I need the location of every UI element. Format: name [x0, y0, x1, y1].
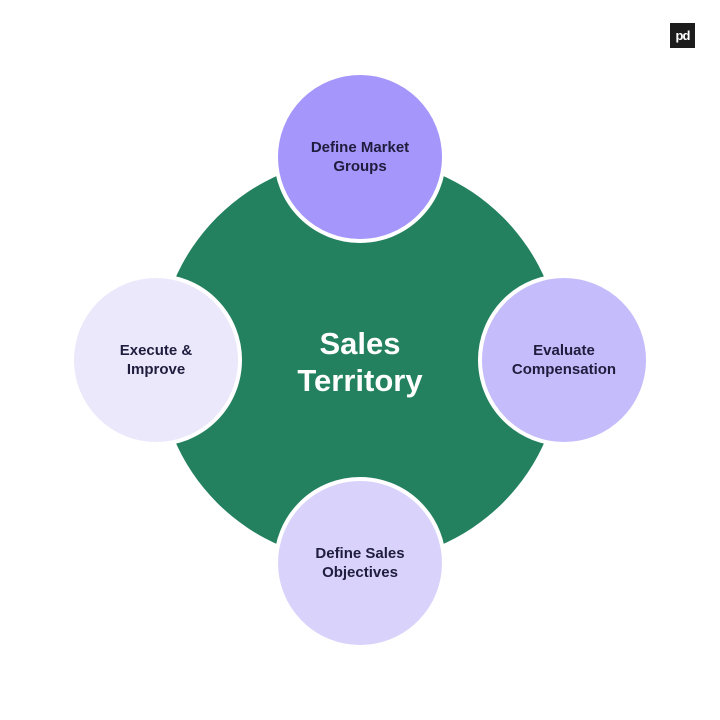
- hub-title: Sales Territory: [297, 325, 422, 399]
- node-label-line1: Define Market: [310, 139, 410, 156]
- node-label-line2: Groups: [333, 158, 387, 175]
- node-label-line2: Compensation: [511, 361, 617, 378]
- hub-title-line1: Sales: [319, 325, 401, 361]
- node-define-sales-objectives: Define Sales Objectives: [274, 477, 446, 649]
- node-execute-improve: Execute & Improve: [70, 274, 242, 446]
- node-label-line2: Improve: [126, 361, 186, 378]
- node-label: Evaluate Compensation: [494, 341, 634, 379]
- node-label-line1: Define Sales: [315, 545, 405, 562]
- node-label-line1: Evaluate: [533, 342, 595, 359]
- node-label-line1: Execute &: [119, 342, 193, 359]
- node-label-line2: Objectives: [322, 564, 398, 581]
- node-define-market-groups: Define Market Groups: [274, 71, 446, 243]
- node-evaluate-compensation: Evaluate Compensation: [478, 274, 650, 446]
- node-label: Define Sales Objectives: [290, 544, 430, 582]
- hub-title-line2: Territory: [297, 362, 423, 398]
- brand-logo-icon: pd: [670, 23, 695, 48]
- node-label: Execute & Improve: [86, 341, 226, 379]
- node-label: Define Market Groups: [290, 138, 430, 176]
